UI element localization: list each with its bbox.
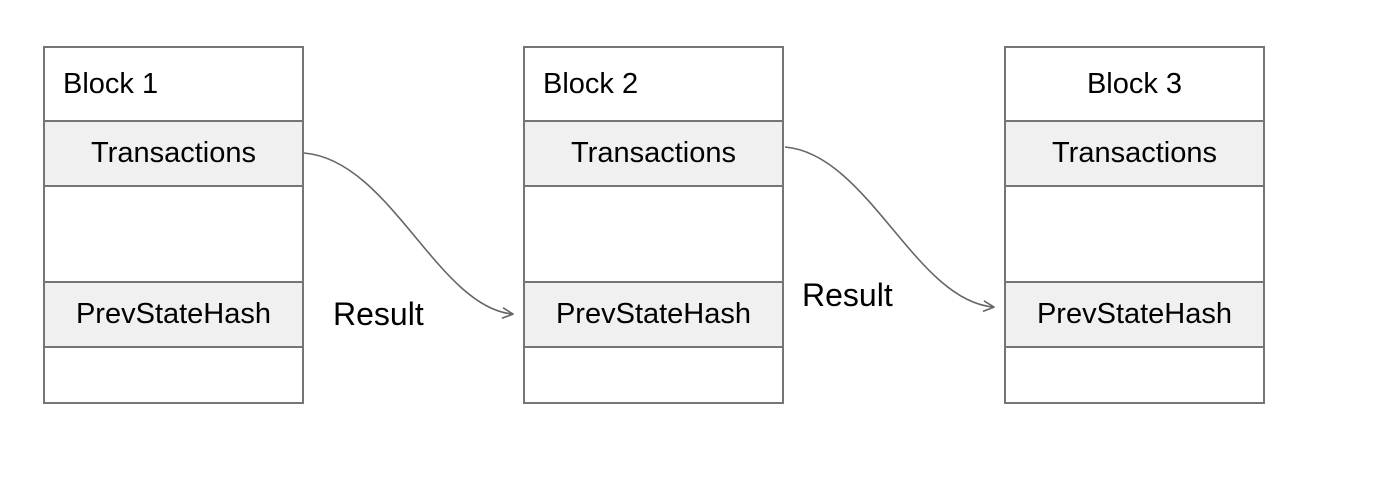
block-2-prevstatehash-row: PrevStateHash xyxy=(525,281,782,346)
block-3-transactions-row: Transactions xyxy=(1006,120,1263,185)
block-2-bottom-row xyxy=(525,346,782,402)
block-1-prevstatehash-row: PrevStateHash xyxy=(45,281,302,346)
connector-2-label: Result xyxy=(802,277,893,313)
connector-arrow-1 xyxy=(303,152,514,319)
block-3-empty-row xyxy=(1006,185,1263,281)
block-2-transactions-row: Transactions xyxy=(525,120,782,185)
block-1-empty-row xyxy=(45,185,302,281)
block-1-title: Block 1 xyxy=(63,67,159,100)
block-3-bottom-row xyxy=(1006,346,1263,402)
block-3-title: Block 3 xyxy=(1086,67,1183,100)
block-2: Block 2 Transactions PrevStateHash xyxy=(523,46,784,404)
block-3: Block 3 Transactions PrevStateHash xyxy=(1004,46,1265,404)
connector-1-label: Result xyxy=(333,296,424,332)
block-2-empty-row xyxy=(525,185,782,281)
block-2-title: Block 2 xyxy=(543,67,639,100)
block-3-prevstatehash-row: PrevStateHash xyxy=(1006,281,1263,346)
block-1: Block 1 Transactions PrevStateHash xyxy=(43,46,304,404)
block-1-bottom-row xyxy=(45,346,302,402)
block-1-transactions-row: Transactions xyxy=(45,120,302,185)
